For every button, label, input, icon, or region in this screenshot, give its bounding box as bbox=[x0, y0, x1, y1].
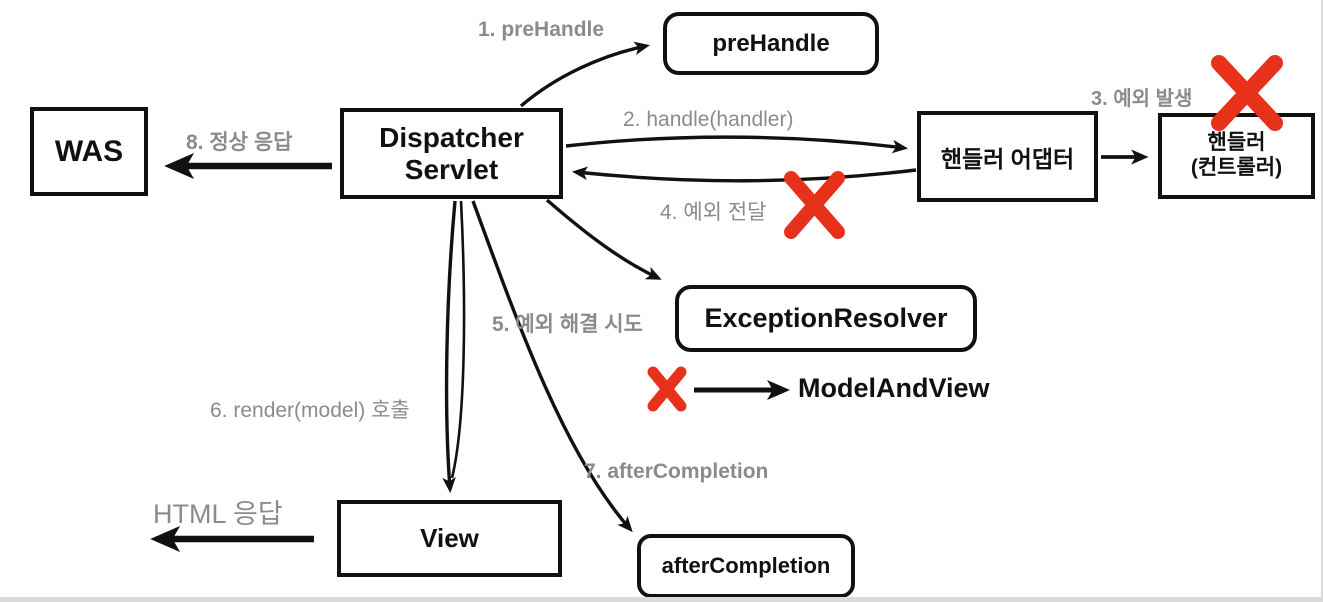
node-was-label: WAS bbox=[54, 134, 124, 168]
arrow-exception-return bbox=[571, 166, 917, 183]
label-step2-handle: 2. handle(handler) bbox=[623, 108, 794, 131]
window-right-edge bbox=[1321, 0, 1323, 602]
node-handler-line2: (컨트롤러) bbox=[1190, 156, 1283, 179]
node-aftercompletion-label: afterCompletion bbox=[661, 553, 831, 578]
node-aftercompletion: afterCompletion bbox=[637, 534, 855, 598]
node-dispatcher-line2: Servlet bbox=[404, 153, 499, 185]
node-view-label: View bbox=[420, 523, 479, 553]
label-step8-normal-response: 8. 정상 응답 bbox=[186, 131, 293, 154]
modelandview-text: ModelAndView bbox=[798, 373, 990, 403]
label-step1-prehandle: 1. preHandle bbox=[478, 18, 605, 41]
label-html-response: HTML 응답 bbox=[153, 499, 283, 529]
node-handler-adapter: 핸들러 어댑터 bbox=[917, 111, 1098, 202]
window-bottom-edge bbox=[0, 597, 1323, 602]
arrow-render-view-stroke2 bbox=[450, 200, 466, 479]
arrow-exception-resolver bbox=[545, 198, 662, 280]
label-step3-exception-occurred: 3. 예외 발생 bbox=[1091, 88, 1193, 110]
node-prehandle-label: preHandle bbox=[712, 29, 830, 57]
node-prehandle: preHandle bbox=[663, 12, 879, 75]
node-handler-line1: 핸들러 bbox=[1207, 131, 1266, 155]
arrow-handle bbox=[565, 135, 909, 154]
label-step6-render-call: 6. render(model) 호출 bbox=[210, 399, 410, 422]
arrow-prehandle bbox=[519, 41, 650, 108]
node-view: View bbox=[337, 500, 562, 577]
node-handler-adapter-label: 핸들러 어댑터 bbox=[940, 145, 1075, 172]
node-dispatcher-servlet: Dispatcher Servlet bbox=[340, 108, 563, 199]
label-step5-exception-resolve-attempt: 5. 예외 해결 시도 bbox=[492, 313, 643, 336]
node-exception-resolver-label: ExceptionResolver bbox=[704, 303, 948, 333]
node-was: WAS bbox=[30, 107, 148, 196]
error-x-modelandview bbox=[647, 366, 687, 412]
label-step4-exception-passed: 4. 예외 전달 bbox=[660, 201, 767, 224]
label-step7-aftercompletion: 7. afterCompletion bbox=[584, 460, 769, 483]
node-dispatcher-line1: Dispatcher bbox=[379, 122, 524, 154]
arrow-render-view bbox=[442, 200, 457, 494]
node-handler-controller: 핸들러 (컨트롤러) bbox=[1158, 113, 1315, 199]
error-x-exception-pass bbox=[784, 171, 845, 239]
node-exception-resolver: ExceptionResolver bbox=[675, 285, 977, 352]
